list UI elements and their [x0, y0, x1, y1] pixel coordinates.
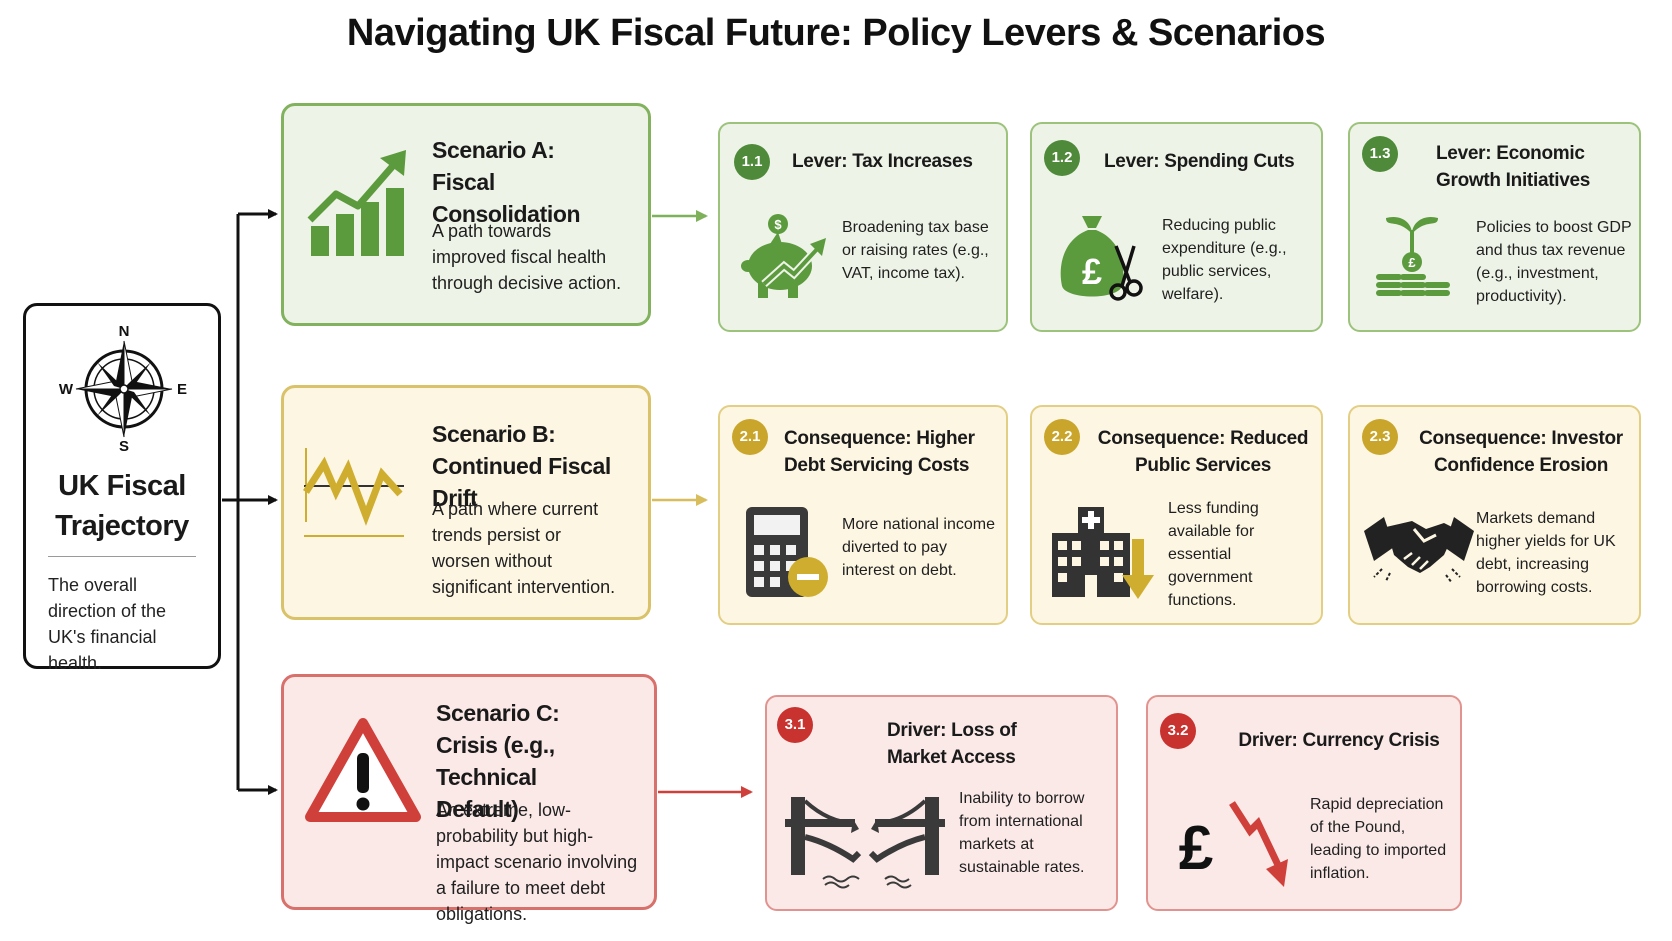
card-currency-crisis: 3.2 Driver: Currency Crisis £ Rapid depr…	[1146, 695, 1462, 911]
badge-2-2: 2.2	[1044, 419, 1080, 455]
trajectory-divider	[48, 556, 196, 557]
plant-coins-icon: £	[1376, 216, 1450, 296]
trajectory-title: UK Fiscal Trajectory	[26, 466, 218, 546]
scenario-b-box: Scenario B: Continued Fiscal Drift A pat…	[281, 385, 651, 620]
trajectory-description: The overall direction of the UK's financ…	[48, 575, 167, 673]
broken-bridge-icon	[785, 797, 945, 889]
trajectory-title-line1: UK Fiscal	[58, 470, 186, 502]
card-2-2-title: Consequence: Reduced Public Services	[1088, 425, 1318, 479]
scenario-b-title-line2: Continued Fiscal Drift	[432, 453, 611, 511]
card-2-1-description: More national income diverted to pay int…	[842, 516, 995, 579]
svg-text:£: £	[1082, 251, 1102, 292]
scenario-c-description: An extreme, low-probability but high-imp…	[436, 800, 638, 924]
card-1-3-title: Lever: Economic Growth Initiatives	[1436, 140, 1636, 194]
card-2-3-title-line2: Confidence Erosion	[1433, 455, 1609, 476]
card-2-1-title: Consequence: Higher Debt Servicing Costs	[784, 425, 1004, 479]
card-2-1-title-line1: Consequence: Higher	[784, 428, 975, 449]
scenario-c-title-line1: Scenario C:	[436, 700, 560, 726]
card-1-3-description: Policies to boost GDP and thus tax reven…	[1476, 219, 1632, 305]
card-3-2-description: Rapid depreciation of the Pound, leading…	[1310, 796, 1447, 882]
card-2-3-title-line1: Consequence: Investor	[1419, 428, 1623, 449]
card-3-1-title-line2: Market Access	[887, 747, 1016, 768]
card-reduced-services: 2.2 Consequence: Reduced Public Services…	[1030, 405, 1323, 625]
card-1-1-title: Lever: Tax Increases	[792, 151, 973, 172]
scenario-a-box: Scenario A: Fiscal Consolidation A path …	[281, 103, 651, 326]
trunk-line	[222, 212, 240, 790]
zigzag-trend-icon	[303, 448, 404, 537]
scenario-c-title-line3: Default)	[436, 796, 519, 822]
compass-e: E	[177, 381, 187, 398]
card-2-1-title-line2: Debt Servicing Costs	[784, 455, 970, 476]
scenario-b-title-line1: Scenario B:	[432, 421, 556, 447]
card-2-3-title: Consequence: Investor Confidence Erosion	[1406, 425, 1636, 479]
growth-chart-icon	[307, 150, 406, 256]
card-1-2-title: Lever: Spending Cuts	[1104, 151, 1295, 172]
compass-s: S	[119, 438, 129, 455]
card-3-2-title: Driver: Currency Crisis	[1238, 730, 1440, 751]
scenario-b-title: Scenario B: Continued Fiscal Drift	[432, 418, 652, 514]
badge-2-1: 2.1	[732, 419, 768, 455]
card-1-3-title-line1: Lever: Economic	[1436, 143, 1585, 164]
card-market-access: 3.1 Driver: Loss of Market Access Inabil…	[765, 695, 1118, 911]
card-2-2-description: Less funding available for essential gov…	[1168, 500, 1259, 609]
trajectory-box: N S W E UK Fiscal Trajectory The overall…	[23, 303, 221, 673]
money-bag-scissors-icon: £	[1060, 216, 1143, 301]
badge-3-1: 3.1	[777, 707, 813, 743]
card-1-1-description: Broadening tax base or raising rates (e.…	[842, 219, 989, 282]
card-tax-increases: 1.1 Lever: Tax Increases $ Broadening ta…	[718, 122, 1008, 332]
badge-3-2: 3.2	[1160, 713, 1196, 749]
card-2-2-title-line2: Public Services	[1135, 455, 1271, 476]
card-3-1-title: Driver: Loss of Market Access	[887, 717, 1087, 771]
badge-2-3: 2.3	[1362, 419, 1398, 455]
scenario-a-title: Scenario A: Fiscal Consolidation	[432, 134, 647, 230]
scenario-c-title: Scenario C: Crisis (e.g., Technical Defa…	[436, 697, 651, 825]
page-title: Navigating UK Fiscal Future: Policy Leve…	[346, 12, 1326, 54]
badge-1-3: 1.3	[1362, 136, 1398, 172]
scenario-c-title-line2: Crisis (e.g., Technical	[436, 732, 555, 790]
card-1-2-description: Reducing public expenditure (e.g., publi…	[1162, 217, 1287, 303]
scenario-a-title-line2: Fiscal Consolidation	[432, 169, 581, 227]
calculator-icon	[746, 507, 828, 597]
badge-1-1: 1.1	[734, 144, 770, 180]
trajectory-title-line2: Trajectory	[55, 510, 189, 542]
card-1-3-title-line2: Growth Initiatives	[1436, 170, 1591, 191]
scenario-c-box: Scenario C: Crisis (e.g., Technical Defa…	[281, 674, 657, 924]
compass-w: W	[59, 381, 74, 398]
card-3-1-title-line1: Driver: Loss of	[887, 720, 1017, 741]
handshake-icon	[1364, 517, 1474, 584]
scenario-b-description: A path where current trends persist or w…	[432, 499, 616, 597]
warning-triangle-icon	[305, 718, 421, 822]
scenario-a-description: A path towards improved fiscal health th…	[432, 221, 622, 293]
hospital-down-icon	[1052, 507, 1154, 599]
pound-symbol: £	[1179, 814, 1213, 883]
piggy-bank-icon: $	[741, 214, 826, 298]
compass-n: N	[119, 323, 130, 340]
compass-icon: N S W E	[59, 323, 187, 455]
scenario-a-title-line1: Scenario A:	[432, 137, 555, 163]
card-growth-initiatives: 1.3 Lever: Economic Growth Initiatives £…	[1348, 122, 1641, 332]
card-2-3-description: Markets demand higher yields for UK debt…	[1476, 510, 1616, 596]
card-2-2-title-line1: Consequence: Reduced	[1097, 428, 1309, 449]
card-debt-servicing: 2.1 Consequence: Higher Debt Servicing C…	[718, 405, 1008, 625]
card-3-1-description: Inability to borrow from international m…	[959, 790, 1085, 876]
card-spending-cuts: 1.2 Lever: Spending Cuts £ Reducing publ…	[1030, 122, 1323, 332]
svg-text:$: $	[774, 217, 782, 232]
badge-1-2: 1.2	[1044, 140, 1080, 176]
pound-falling-icon: £	[1179, 801, 1288, 887]
card-investor-confidence: 2.3 Consequence: Investor Confidence Ero…	[1348, 405, 1641, 625]
svg-text:£: £	[1408, 255, 1416, 270]
